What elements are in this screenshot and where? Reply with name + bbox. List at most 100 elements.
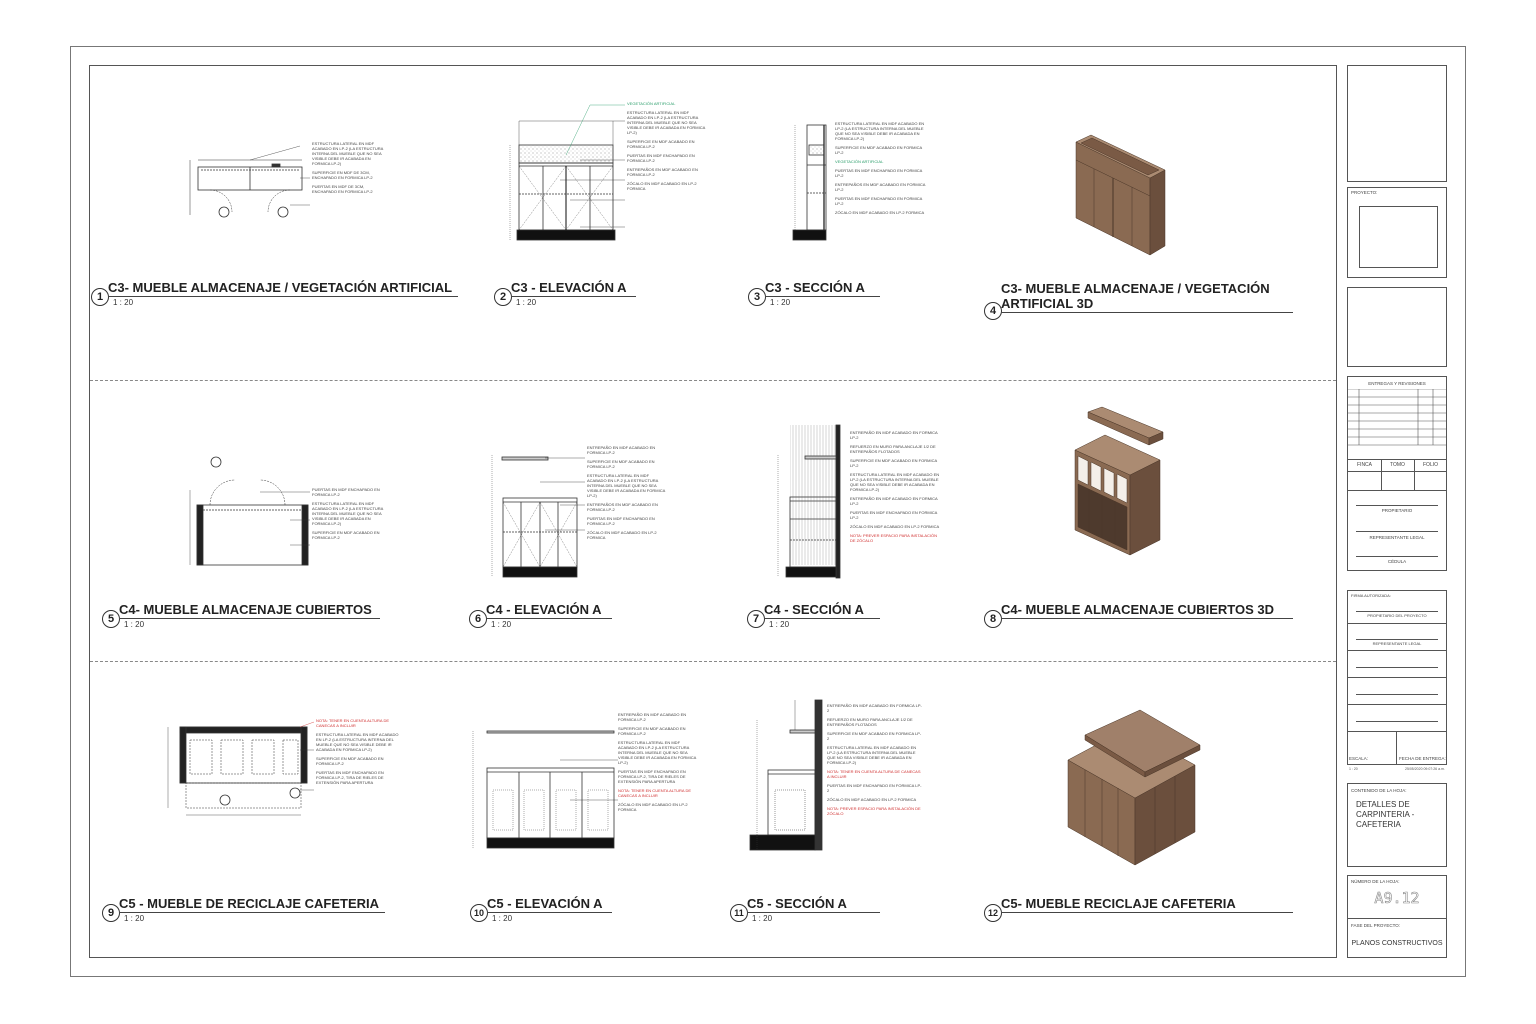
project-owner-caption: PROPIETARIO DEL PROYECTO xyxy=(1367,613,1427,618)
annotation: SUPERFICIE EN MDF ACABADO EN FORMICA LP-… xyxy=(827,731,922,741)
annotation: ZÓCALO EN MDF ACABADO EN LP-2 FORMICA xyxy=(618,802,688,812)
view-10-annotations: ENTREPAÑO EN MDF ACABADO EN FORMICA LP-2… xyxy=(618,712,700,812)
view-title: C5 - MUEBLE DE RECICLAJE CAFETERIA xyxy=(119,897,385,913)
row-divider xyxy=(90,661,1336,662)
view-2-elevation-drawing xyxy=(509,104,625,241)
annotation: ENTREPAÑO EN MDF ACABADO EN FORMICA LP-2 xyxy=(827,703,922,713)
view-number: 1 xyxy=(91,288,109,306)
view-number: 9 xyxy=(102,904,120,922)
view-9-plan-drawing xyxy=(167,721,315,816)
view-4-3d-render xyxy=(1075,134,1166,256)
view-12-3d-render xyxy=(1067,709,1201,866)
annotation: ESTRUCTURA LATERAL EN MDF ACABADO EN LP-… xyxy=(827,745,917,765)
folio-label: FOLIO xyxy=(1423,462,1439,468)
delivery-date-label: FECHA DE ENTREGA: xyxy=(1399,756,1446,761)
annotation: PUERTAS EN MDF ENCHAPADO EN FORMICA LP-2… xyxy=(316,770,384,785)
annotation: ESTRUCTURA LATERAL EN MDF ACABADO EN LP-… xyxy=(316,732,399,752)
row-divider xyxy=(90,380,1336,381)
view-title: C4- MUEBLE ALMACENAJE CUBIERTOS xyxy=(119,603,380,619)
view-scale: 1 : 20 xyxy=(769,620,790,629)
view-title: C4 - SECCIÓN A xyxy=(764,603,880,619)
annotation-note: NOTA: TENER EN CUENTA ALTURA DE CANECAS … xyxy=(618,788,692,798)
annotation: PUERTAS EN MDF ENCHAPADO EN FORMICA LP-2 xyxy=(312,487,380,497)
view-number: 7 xyxy=(747,610,765,628)
annotation: VEGETACIÓN ARTIFICIAL xyxy=(627,101,676,106)
view-number: 5 xyxy=(102,610,120,628)
authorized-signature-label: FIRMA AUTORIZADA: xyxy=(1351,593,1391,598)
project-phase-label: FASE DEL PROYECTO: xyxy=(1351,923,1401,928)
annotation: SUPERFICIE EN MDF ACABADO EN FORMICA LP-… xyxy=(312,530,380,540)
annotation: SUPERFICIE EN MDF ACABADO EN FORMICA LP-… xyxy=(618,726,686,736)
view-scale: 1 : 20 xyxy=(516,298,537,307)
annotation: ESTRUCTURA LATERAL EN MDF ACABADO EN LP-… xyxy=(618,740,697,765)
view-scale: 1 : 20 xyxy=(113,298,134,307)
annotation-note: NOTA: PREVER ESPACIO PARA INSTALACIÓN DE… xyxy=(850,533,938,543)
annotation: PUERTAS EN MDF ENCHAPADO EN FORMICA LP-2 xyxy=(627,153,695,163)
view-7-section-drawing xyxy=(777,424,841,579)
view-3-section-drawing xyxy=(792,124,827,241)
view-1-plan-drawing xyxy=(189,145,310,218)
view-title: C3 - ELEVACIÓN A xyxy=(511,281,636,297)
annotation: ESTRUCTURA LATERAL EN MDF ACABADO EN LP-… xyxy=(835,121,925,141)
view-7-annotations: ENTREPAÑO EN MDF ACABADO EN FORMICA LP-2… xyxy=(850,430,942,543)
view-number: 4 xyxy=(984,302,1002,320)
id-caption: CÉDULA xyxy=(1387,559,1407,564)
view-scale: 1 : 20 xyxy=(752,914,773,923)
annotation: PUERTAS EN MDF ENCHAPADO EN FORMICA LP-2… xyxy=(618,769,686,784)
scale-value: 1 : 20 xyxy=(1349,767,1358,771)
annotation: PUERTAS EN MDF ENCHAPADO EN FORMICA LP-2 xyxy=(835,168,923,178)
tomo-label: TOMO xyxy=(1390,462,1405,468)
annotation: SUPERFICIE EN MDF ACABADO EN FORMICA LP-… xyxy=(627,139,695,149)
annotation: PUERTAS EN MDF ENCHAPADO EN FORMICA LP-2 xyxy=(835,196,923,206)
annotation: PUERTAS EN MDF ENCHAPADO EN FORMICA LP-2 xyxy=(587,516,655,526)
view-scale: 1 : 20 xyxy=(491,620,512,629)
annotation: REFUERZO EN MURO PARA ANCLAJE 1/2 DE ENT… xyxy=(850,444,936,454)
annotation: SUPERFICIE EN MDF ACABADO EN FORMICA LP-… xyxy=(835,145,922,155)
revisions-table xyxy=(1348,389,1446,446)
legal-rep-caption: REPRESENTANTE LEGAL xyxy=(1369,535,1425,540)
annotation: ZÓCALO EN MDF ACABADO EN LP-2 FORMICA xyxy=(835,210,925,215)
annotation: ENTREPAÑO EN MDF ACABADO EN FORMICA LP-2 xyxy=(587,445,656,455)
annotation: ENTREPAÑO EN MDF ACABADO EN FORMICA LP-2 xyxy=(618,712,687,722)
logo-box xyxy=(1347,65,1447,182)
annotation: ENTREPAÑOS EN MDF ACABADO EN FORMICA LP-… xyxy=(627,167,698,177)
annotation: PUERTAS EN MDF ENCHAPADO EN FORMICA LP-2 xyxy=(850,510,938,520)
annotation: ENTREPAÑOS EN MDF ACABADO EN FORMICA LP-… xyxy=(835,182,926,192)
sheet-content-box: CONTENIDO DE LA HOJA: DETALLES DE CARPIN… xyxy=(1347,783,1447,867)
view-title: C5 - SECCIÓN A xyxy=(747,897,880,913)
view-3-annotations: ESTRUCTURA LATERAL EN MDF ACABADO EN LP-… xyxy=(835,121,927,215)
annotation: ESTRUCTURA LATERAL EN MDF ACABADO EN LP-… xyxy=(627,110,706,135)
annotation: ESTRUCTURA LATERAL EN MDF ACABADO EN LP-… xyxy=(850,472,940,492)
scale-label: ESCALA: xyxy=(1349,756,1369,761)
annotation: ZÓCALO EN MDF ACABADO EN LP-2 FORMICA xyxy=(627,181,697,191)
legal-rep-caption-2: REPRESENTANTE LEGAL xyxy=(1372,641,1422,646)
sheet-content: DETALLES DE CARPINTERIA - CAFETERIA xyxy=(1356,800,1415,829)
view-6-annotations: ENTREPAÑO EN MDF ACABADO EN FORMICA LP-2… xyxy=(587,445,669,540)
annotation: ENTREPAÑO EN MDF ACABADO EN FORMICA LP-2 xyxy=(850,496,938,506)
sheet-border xyxy=(70,46,1466,977)
view-title: C4- MUEBLE ALMACENAJE CUBIERTOS 3D xyxy=(1001,603,1293,619)
project-box: PROYECTO: xyxy=(1347,187,1447,278)
annotation: ENTREPAÑO EN MDF ACABADO EN FORMICA LP-2 xyxy=(850,430,938,440)
annotation: ESTRUCTURA LATERAL EN MDF ACABADO EN LP-… xyxy=(312,141,384,166)
annotation: ZÓCALO EN MDF ACABADO EN LP-2 FORMICA xyxy=(587,530,657,540)
view-11-annotations: ENTREPAÑO EN MDF ACABADO EN FORMICA LP-2… xyxy=(827,703,923,816)
annotation: REFUERZO EN MURO PARA ANCLAJE 1/2 DE ENT… xyxy=(827,717,913,727)
view-2-annotations: VEGETACIÓN ARTIFICIAL ESTRUCTURA LATERAL… xyxy=(627,101,709,191)
sheet-content-label: CONTENIDO DE LA HOJA: xyxy=(1351,788,1407,793)
annotation: SUPERFICIE EN MDF ACABADO EN FORMICA LP-… xyxy=(850,458,937,468)
revisions-title: ENTREGAS Y REVISIONES xyxy=(1368,381,1426,386)
view-number: 6 xyxy=(469,610,487,628)
view-title: C3- MUEBLE ALMACENAJE / VEGETACIÓN ARTIF… xyxy=(1001,281,1270,311)
view-9-annotations: NOTA: TENER EN CUENTA ALTURA DE CANECAS … xyxy=(316,718,402,785)
annotation: ZÓCALO EN MDF ACABADO EN LP-2 FORMICA xyxy=(827,797,917,802)
owner-caption: PROPIETARIO xyxy=(1381,508,1413,513)
view-11-section-drawing xyxy=(749,699,823,851)
